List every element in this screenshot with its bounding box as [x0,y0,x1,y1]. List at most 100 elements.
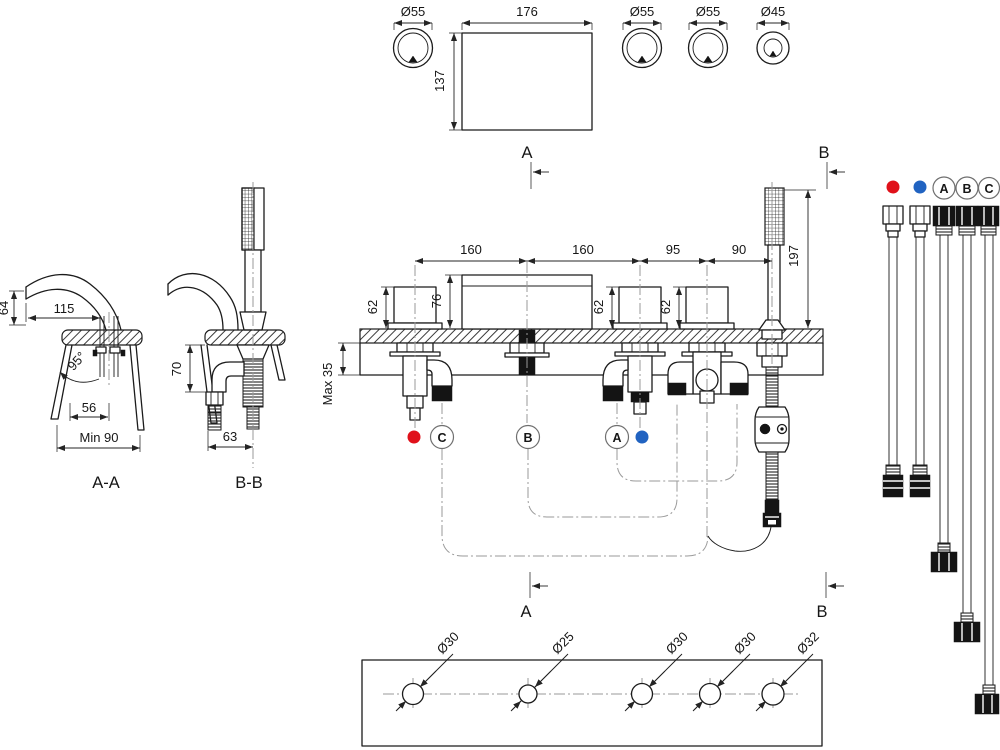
aa-title: A-A [92,474,120,492]
supply-hose-hot [882,205,904,498]
bb-elbow-outlet [211,361,245,393]
aa-spout-inner-curve [25,288,107,331]
dim-pitch1: 160 [460,242,482,257]
port-c-label: C [437,431,446,445]
dim-shower-height: 197 [786,245,801,267]
hose-weight [754,406,790,453]
port-c-circle [429,424,455,450]
dim-label-dia-handle1: Ø55 [401,4,426,19]
aa-dim-offset: 56 [82,400,96,415]
connection-hose-c [974,205,1000,715]
aa-dim-min-clearance: Min 90 [79,430,118,445]
section-aa-view: 64 115 95° 56 Min 90 A-A [0,273,145,492]
dim-pitch4: 90 [732,242,746,257]
aa-dim-angle: 95° [65,349,89,374]
plan-hole-1: Ø30 [395,629,462,712]
connection-hose-a [930,205,958,573]
knob-diverter-top-view: Ø55 [687,4,729,69]
aa-spout-outer-curve [25,273,122,331]
aa-dim-spout-height: 64 [0,301,11,315]
tub-rim-section [359,342,824,376]
aa-left-clamp-leg [50,344,73,420]
section-cut-markers-top: A B [521,144,845,189]
dim-label-spout-width: 176 [516,4,538,19]
dim-diverter-height: 62 [658,300,673,314]
plan-hole-2: Ø25 [510,629,577,712]
aa-dim-spout-reach: 115 [54,301,75,316]
handle2-underdeck-fitting [602,342,666,415]
bb-spout-outer-curve [167,272,239,331]
front-elevation: 160 160 95 90 197 62 76 62 62 Max 35 [320,182,844,621]
section-cut-markers-bottom: A B [520,572,844,621]
port-a-label: A [612,431,621,445]
hose-a-label: A [939,182,948,196]
dim-label-spout-depth: 137 [432,70,447,92]
plan-hole-3: Ø30 [624,629,691,712]
aa-right-clamp-leg [129,344,145,431]
hose-kit-panel: A B C [882,176,1000,715]
port-a-circle [604,424,630,450]
dim-spout-height: 76 [429,294,444,308]
hose-c-label: C [984,182,993,196]
spout-top-view: 176 137 [432,4,593,131]
hose-routing-loops [441,404,772,557]
centerlines [414,182,773,538]
hose-cold-dot [913,180,927,194]
port-b-circle [515,424,541,450]
dim-handle2-height: 62 [591,300,606,314]
knob-handle1-top-view: Ø55 [392,4,434,69]
shower-hose-end-curve [707,526,772,552]
elevation-dimensions: 160 160 95 90 197 62 76 62 62 Max 35 [320,189,816,406]
section-marker-b-bottom: B [816,603,827,621]
port-labels: C B A [407,424,649,450]
dim-label-dia-handle2: Ø55 [630,4,655,19]
plan-hole-5: Ø32 [755,629,822,712]
handle2-elbow-outlet [602,359,629,387]
bottom-plan-view: Ø30 Ø25 Ø30 Ø30 [361,629,823,747]
cold-supply-dot [635,430,649,444]
section-marker-a-top: A [521,144,532,162]
shower-holder-top-view: Ø45 [756,4,790,65]
handshower-underdeck-hose [754,342,790,528]
routing-loop-b [527,404,678,518]
plan-dim-hole3: Ø30 [663,629,691,657]
bb-spout-inner-curve [167,286,224,331]
aa-deck-plate [61,329,143,346]
section-bb-view: 70 63 B-B [167,182,286,492]
diverter-underdeck-fitting [667,342,749,404]
handle1-underdeck-fitting [389,342,453,421]
hose-b-label: B [962,182,971,196]
bb-dim-offset: 63 [223,429,237,444]
dim-label-dia-diverter: Ø55 [696,4,721,19]
aa-angle-arc [59,371,100,383]
hose-hot-dot [886,180,900,194]
section-marker-a-bottom: A [520,603,531,621]
bb-deck-plate [204,329,286,346]
bb-right-clamp-leg [270,344,286,381]
plan-hole-4: Ø30 [692,629,759,712]
dim-deck-max: Max 35 [320,363,335,406]
knob-indicator-mark [408,55,418,63]
bb-title: B-B [235,474,263,492]
handle1-elbow-outlet [426,359,453,387]
dim-label-dia-shower: Ø45 [761,4,786,19]
knob-handle2-top-view: Ø55 [621,4,663,69]
deck-plate-section [359,328,824,344]
dim-pitch2: 160 [572,242,594,257]
dim-handle1-height: 62 [365,300,380,314]
routing-loop-c [441,449,709,557]
hose-a-circle [932,176,956,200]
handshower-in-holder [758,187,786,340]
plan-dim-hole1: Ø30 [434,629,462,657]
plan-dim-hole2: Ø25 [549,629,577,657]
port-b-label: B [523,431,532,445]
section-marker-b-top: B [818,144,829,162]
bb-dim-clamp-depth: 70 [169,362,184,376]
hot-supply-dot [407,430,421,444]
dim-pitch3: 95 [666,242,680,257]
plan-dim-hole5: Ø32 [794,629,822,657]
supply-hose-cold [909,205,931,498]
plan-dim-hole4: Ø30 [731,629,759,657]
